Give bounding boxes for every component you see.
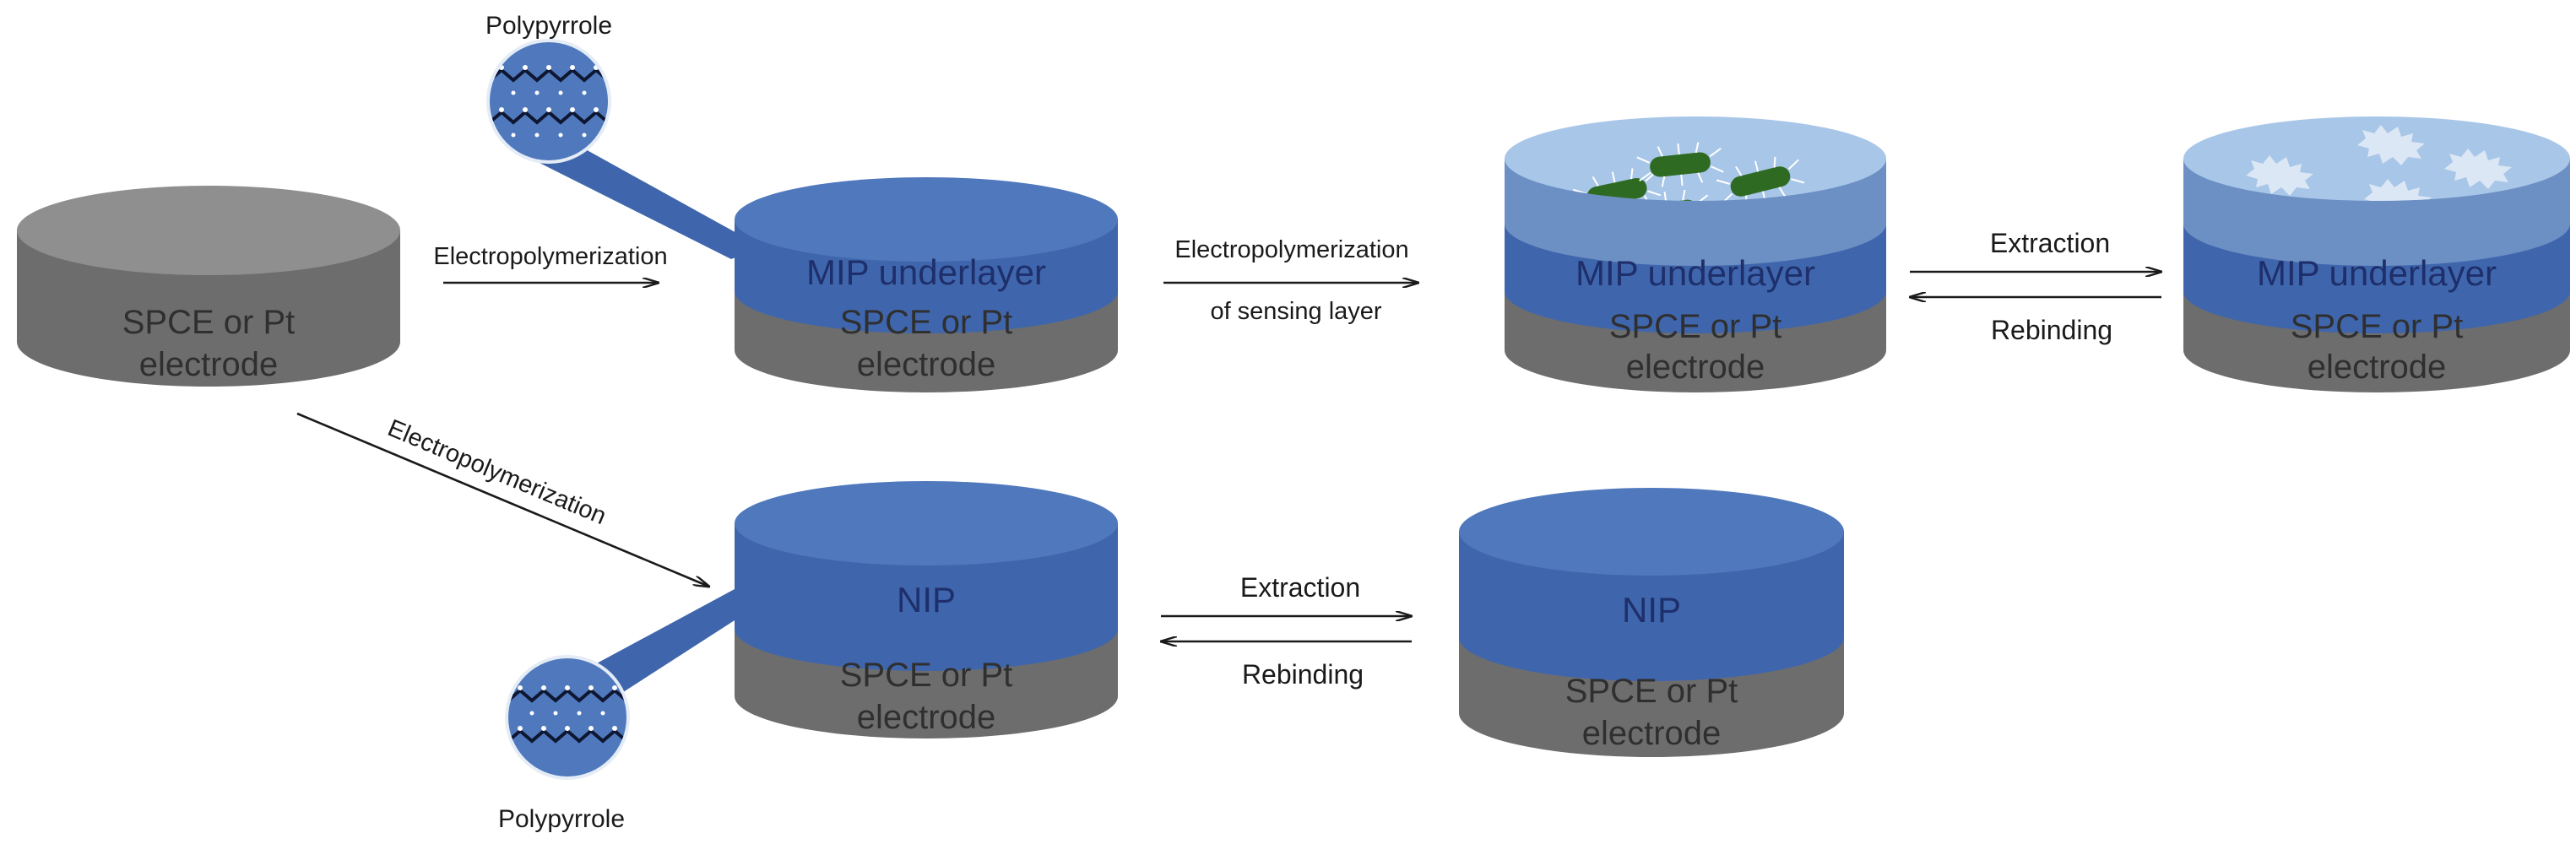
rod-shaped-bacterium-icon	[1636, 142, 1724, 187]
arrow-electropolymerization: Electropolymerization	[433, 243, 668, 283]
arrow-label-line1: Electropolymerization	[1174, 236, 1408, 263]
mip-underlayer-label: MIP underlayer	[2257, 253, 2497, 293]
mip-underlayer-label: MIP underlayer	[1575, 253, 1815, 293]
nip-label: NIP	[897, 580, 956, 619]
electrode-side	[17, 230, 400, 387]
electrode-label-line1: SPCE or Pt	[840, 657, 1013, 694]
polypyrrole-magnifier-bottom: Polypyrrole	[498, 589, 735, 833]
arrow-extraction-rebinding-mip: Extraction Rebinding	[1910, 228, 2161, 345]
electrode-label-line2: electrode	[1626, 349, 1765, 386]
mip-with-cavities-cylinder: MIP underlayer SPCE or Pt electrode	[2183, 116, 2570, 392]
polymer-top	[735, 481, 1118, 565]
electrode-label-line1: SPCE or Pt	[840, 304, 1013, 341]
extraction-label: Extraction	[1240, 572, 1360, 603]
mip-underlayer-cylinder: MIP underlayer SPCE or Pt electrode	[735, 177, 1118, 392]
electrode-label-line2: electrode	[139, 346, 279, 383]
imprinted-cavity-icon	[2364, 179, 2432, 201]
electrode-label-line2: electrode	[857, 346, 996, 383]
rebinding-label: Rebinding	[1991, 315, 2112, 345]
polymer-top	[1459, 488, 1844, 576]
polypyrrole-label: Polypyrrole	[498, 805, 625, 833]
polypyrrole-magnifier-top: Polypyrrole	[485, 12, 762, 259]
extraction-label: Extraction	[1990, 228, 2110, 258]
bare-electrode-cylinder: SPCE or Pt electrode	[17, 186, 400, 387]
arrow-label: Electropolymerization	[433, 243, 667, 270]
polypyrrole-label: Polypyrrole	[485, 12, 612, 40]
electrode-label-line1: SPCE or Pt	[2291, 308, 2464, 345]
arrow-label: Electropolymerization	[384, 414, 610, 530]
arrow-extraction-rebinding-nip: Extraction Rebinding	[1161, 572, 1412, 690]
electrode-label-line2: electrode	[2308, 349, 2447, 386]
magnifier-beam	[583, 589, 735, 705]
diagonal-arrow	[296, 412, 709, 587]
mip-underlayer-label: MIP underlayer	[806, 252, 1046, 292]
arrow-diagonal-electropolymerization: Electropolymerization	[296, 412, 709, 587]
electrode-label-line1: SPCE or Pt	[122, 304, 296, 341]
mip-with-bacteria-cylinder: MIP underlayer SPCE or Pt electrode	[1505, 116, 1886, 392]
polymer-top	[735, 177, 1118, 262]
arrow-label-line2: of sensing layer	[1210, 298, 1381, 325]
polypyrrole-magnifier-icon	[508, 658, 626, 776]
electrode-top	[17, 186, 400, 275]
imprinted-cavity-icon	[2246, 155, 2313, 196]
electrode-label-line2: electrode	[1582, 715, 1722, 752]
imprinted-cavity-icon	[2357, 125, 2425, 165]
magnifier-beam	[519, 148, 762, 259]
nip-label: NIP	[1622, 590, 1681, 630]
polypyrrole-magnifier-icon	[490, 42, 608, 160]
nip-after-extraction-cylinder: NIP SPCE or Pt electrode	[1459, 488, 1844, 757]
nip-cylinder: NIP SPCE or Pt electrode	[735, 481, 1118, 738]
electrode-label-line1: SPCE or Pt	[1609, 308, 1782, 345]
rebinding-label: Rebinding	[1242, 659, 1364, 690]
electrode-label-line1: SPCE or Pt	[1565, 673, 1738, 710]
polymer-side	[735, 523, 1118, 671]
electrode-label-line2: electrode	[857, 699, 996, 736]
arrow-electropolymerization-sensing: Electropolymerization of sensing layer	[1163, 236, 1418, 325]
imprinted-cavity-icon	[2444, 149, 2512, 189]
